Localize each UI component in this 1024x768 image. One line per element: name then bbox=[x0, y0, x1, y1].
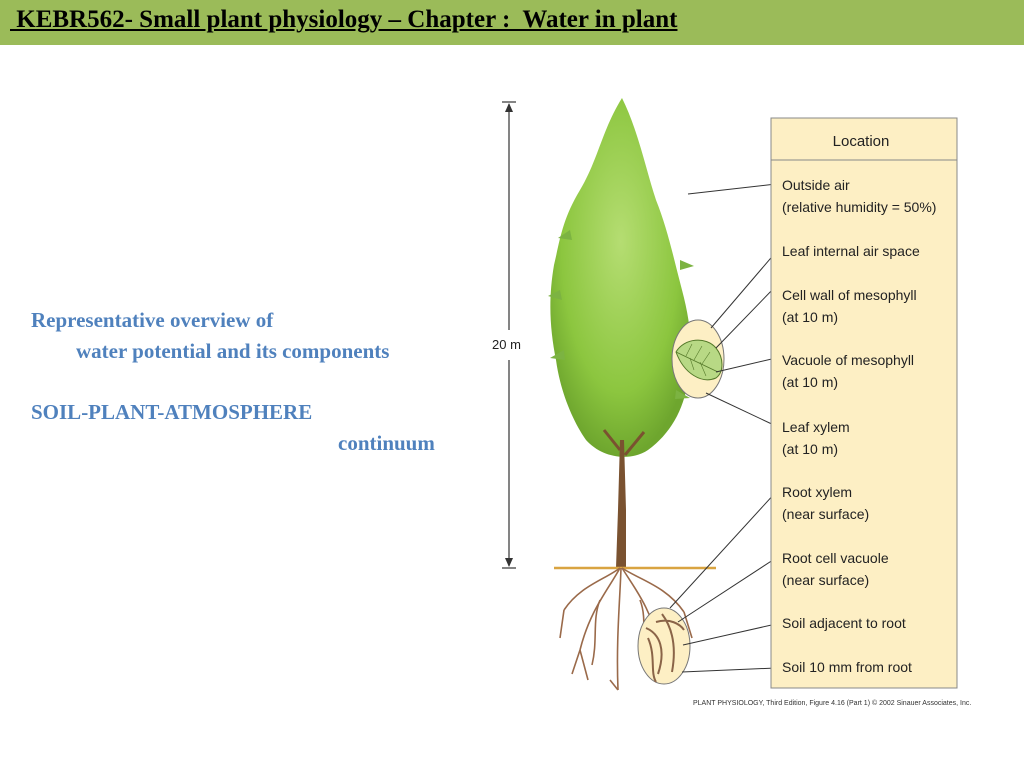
location-4-line-1: Vacuole of mesophyll bbox=[782, 352, 914, 368]
header-bar bbox=[0, 0, 1024, 45]
water-potential-diagram: 20 m bbox=[492, 98, 958, 691]
location-table bbox=[770, 117, 958, 689]
height-label: 20 m bbox=[492, 337, 521, 352]
figure-credit: PLANT PHYSIOLOGY, Third Edition, Figure … bbox=[693, 700, 972, 707]
height-arrow bbox=[502, 101, 516, 569]
tree-illustration bbox=[548, 98, 716, 691]
location-6-line-2: (near surface) bbox=[782, 506, 869, 522]
continuum-line-1: SOIL-PLANT-ATMOSPHERE bbox=[31, 400, 313, 424]
slide-title: KEBR562- Small plant physiology – Chapte… bbox=[10, 6, 678, 33]
table-header: Location bbox=[833, 133, 890, 150]
location-labels: Outside air (relative humidity = 50%) Le… bbox=[782, 177, 936, 675]
location-7-line-2: (near surface) bbox=[782, 572, 869, 588]
location-9-line-1: Soil 10 mm from root bbox=[782, 659, 912, 675]
location-2-line-1: Leaf internal air space bbox=[782, 243, 920, 259]
continuum-line-2: continuum bbox=[338, 431, 435, 455]
leaf-magnifier bbox=[671, 319, 725, 399]
location-5-line-2: (at 10 m) bbox=[782, 441, 838, 457]
overview-line-2: water potential and its components bbox=[76, 339, 390, 363]
location-7-line-1: Root cell vacuole bbox=[782, 550, 889, 566]
location-6-line-1: Root xylem bbox=[782, 484, 852, 500]
location-1-line-2: (relative humidity = 50%) bbox=[782, 199, 936, 215]
location-3-line-1: Cell wall of mesophyll bbox=[782, 287, 917, 303]
leader-lines bbox=[669, 183, 777, 673]
overview-line-1: Representative overview of bbox=[31, 308, 274, 332]
location-5-line-1: Leaf xylem bbox=[782, 419, 850, 435]
location-1-line-1: Outside air bbox=[782, 177, 850, 193]
location-8-line-1: Soil adjacent to root bbox=[782, 615, 906, 631]
root-magnifier bbox=[637, 607, 691, 685]
location-3-line-2: (at 10 m) bbox=[782, 309, 838, 325]
location-4-line-2: (at 10 m) bbox=[782, 374, 838, 390]
